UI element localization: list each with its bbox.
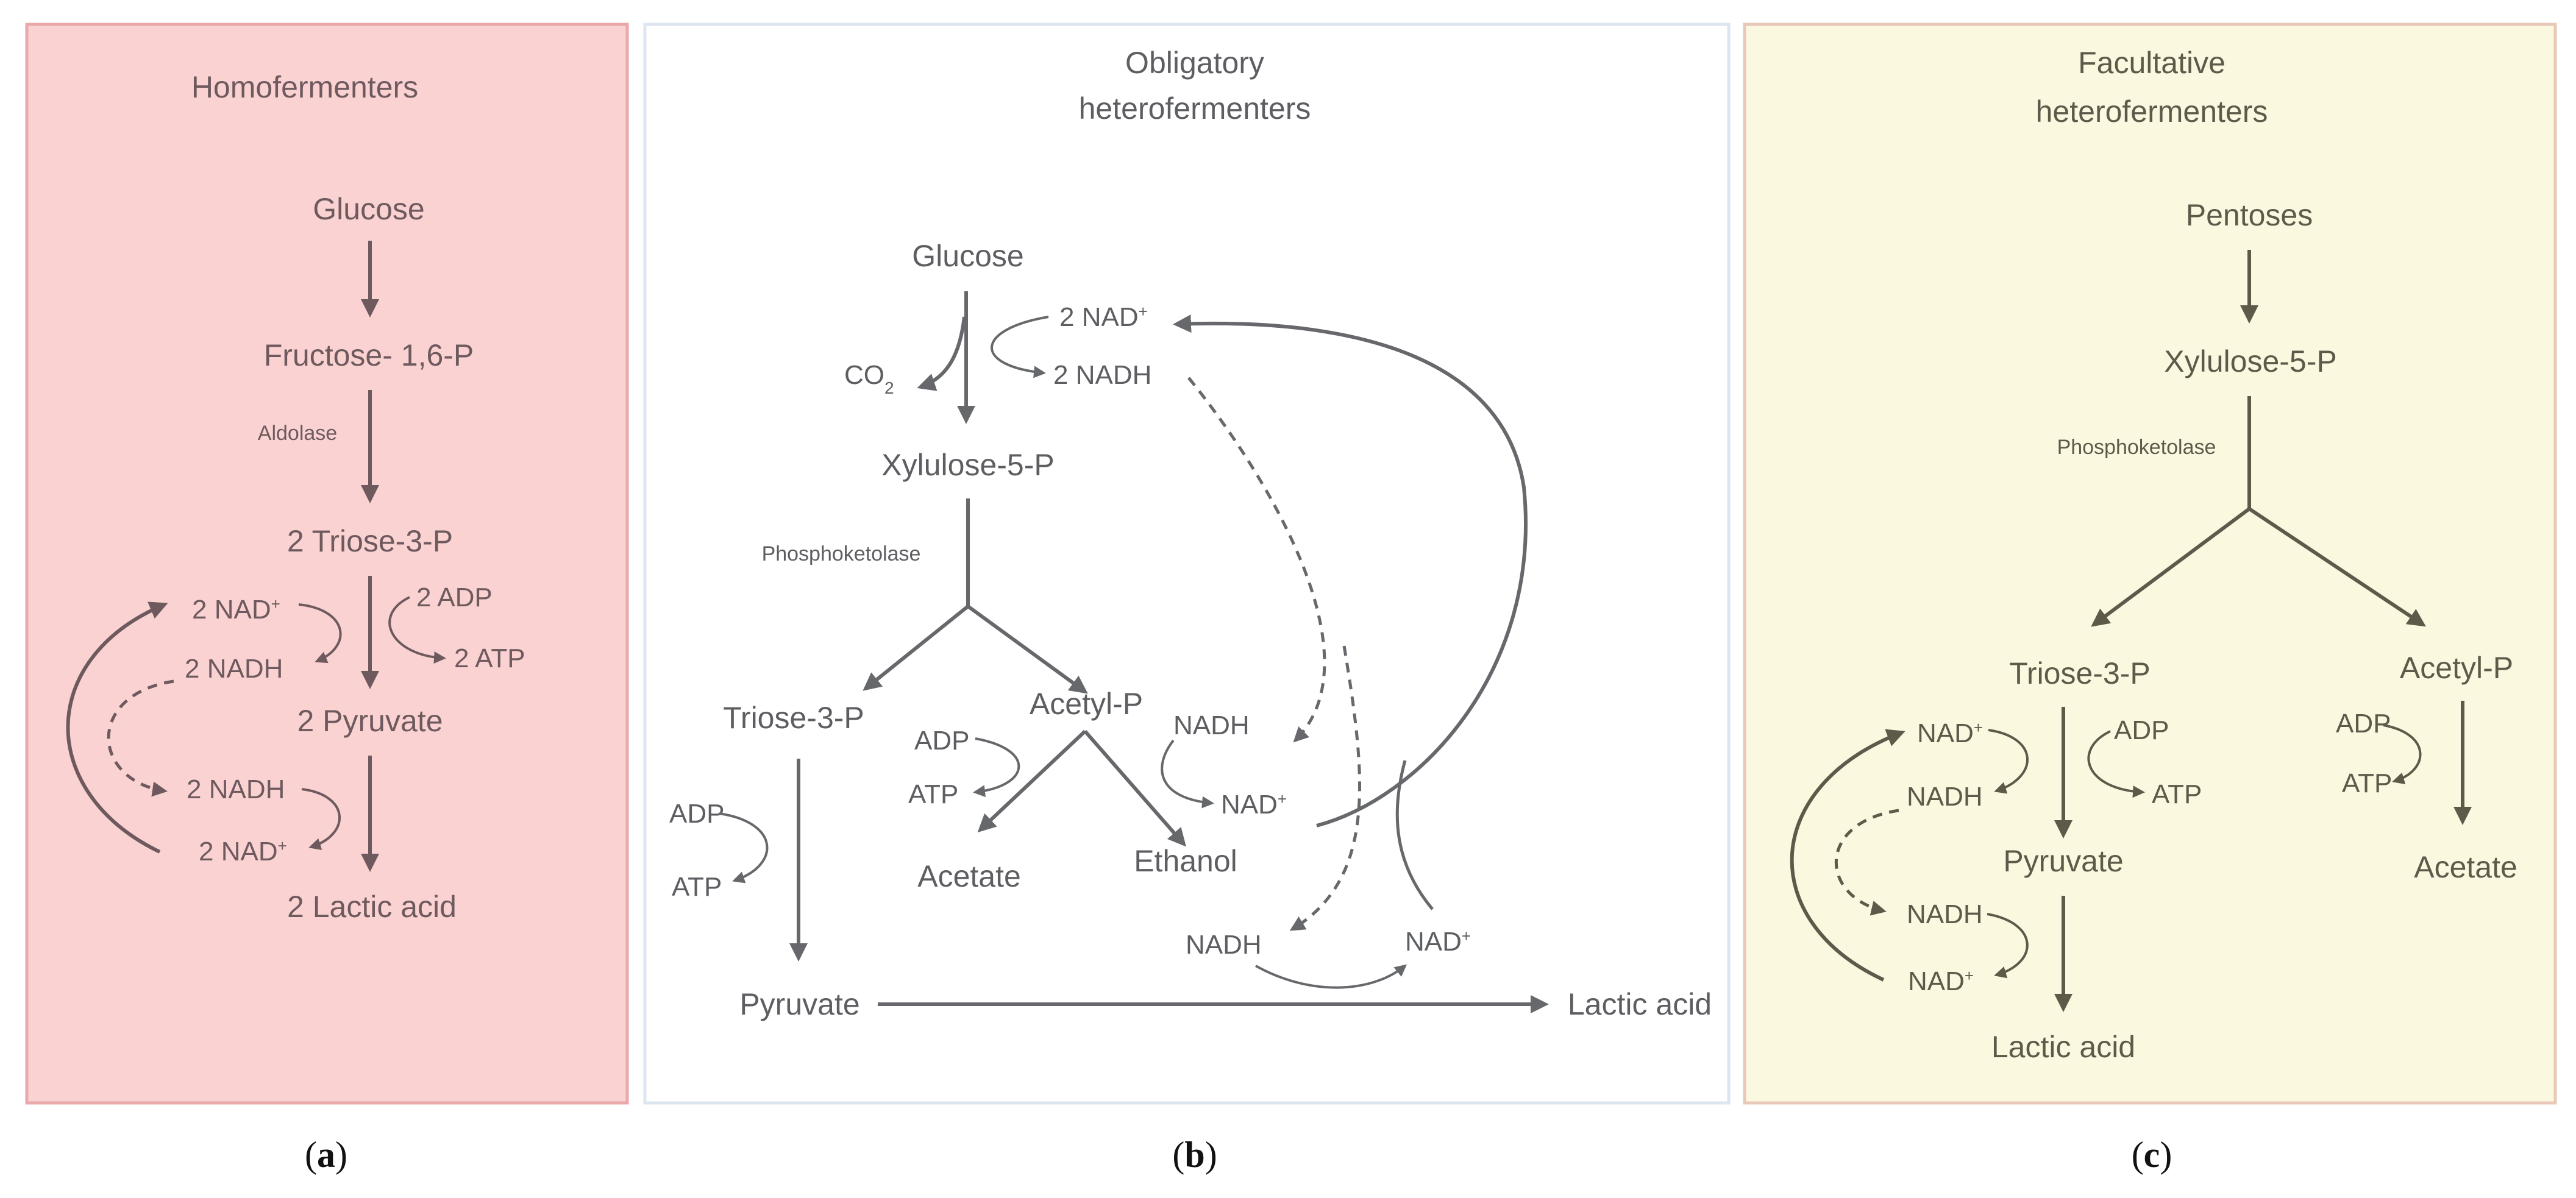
arrow-nad-to-nadh: [298, 603, 342, 664]
arrow-nadh-transfer-dashed: [107, 679, 174, 797]
arrow-to-triose: [2091, 507, 2250, 627]
arrow-adp-to-atp-mid: [2087, 730, 2145, 798]
arrow-nad-to-nadh-top: [1988, 729, 2029, 794]
panel-b-title-line1: Obligatory: [1125, 46, 1264, 80]
atp-left-label: ATP: [672, 872, 722, 902]
nadh-top-label: NADH: [1907, 782, 1983, 812]
panel-b-background: [643, 23, 1731, 1105]
arrow-adp-to-atp: [388, 596, 446, 664]
atp-right-label: ATP: [2342, 768, 2392, 798]
nad-bottom-label: NAD+: [1908, 966, 1974, 996]
lactic-acid-label: Lactic acid: [1991, 1030, 2135, 1064]
ethanol-label: Ethanol: [1134, 844, 1237, 878]
arrow-to-nadh-low-dashed: [1289, 645, 1361, 931]
phosphoketolase-label: Phosphoketolase: [2057, 436, 2216, 459]
lactic-acid-label: 2 Lactic acid: [287, 890, 457, 924]
arrow-nadh-to-nad: [301, 788, 341, 850]
fructose-label: Fructose- 1,6-P: [264, 338, 474, 372]
panel-c-title-line2: heterofermenters: [2036, 94, 2268, 129]
nad-bottom-label: 2 NAD+: [199, 837, 287, 867]
glucose-label: Glucose: [313, 192, 424, 226]
co2-label: CO2: [844, 360, 894, 397]
arrow-nadh-to-nad-mid: [1161, 739, 1214, 809]
phosphoketolase-label: Phosphoketolase: [762, 542, 921, 565]
caption-c: (c): [2132, 1135, 2172, 1175]
panel-homofermenters: Homofermenters Glucose Fructose- 1,6-P A…: [25, 23, 629, 1175]
panel-obligatory-heterofermenters: Obligatory heterofermenters Glucose 2 NA…: [643, 23, 1731, 1175]
nadh-2-label: 2 NADH: [1053, 360, 1151, 390]
arrow-2nadh-to-nadh-dashed: [1187, 377, 1326, 743]
arrow-to-acetyl: [2248, 507, 2426, 627]
nadh-bottom-label: 2 NADH: [187, 774, 285, 804]
nad-mid-label: NAD+: [1221, 790, 1287, 820]
arrow-2nad-to-2nadh: [991, 316, 1049, 378]
nadh-top-label: 2 NADH: [185, 654, 283, 684]
triose-label: Triose-3-P: [723, 701, 864, 735]
aldolase-label: Aldolase: [258, 422, 337, 445]
nad-top-label: NAD+: [1917, 718, 1983, 748]
arrow-adp-to-atp-right: [2383, 724, 2422, 784]
atp-label: 2 ATP: [454, 643, 525, 673]
arrow-co2-release: [917, 316, 966, 391]
panel-a-background: [25, 23, 629, 1105]
nadh-mid-label: NADH: [1173, 711, 1250, 740]
pyruvate-label: Pyruvate: [2003, 844, 2123, 878]
caption-b: (b): [1172, 1135, 1217, 1175]
arrow-to-triose: [863, 604, 969, 691]
arrow-nad-regeneration: [66, 601, 168, 854]
nad-top-label: 2 NAD+: [192, 595, 280, 625]
arrow-nad-return-to-2nad: [1173, 314, 1528, 828]
glucose-label: Glucose: [912, 239, 1023, 273]
triose-label: 2 Triose-3-P: [287, 524, 453, 558]
adp-right-label: ADP: [2336, 709, 2391, 739]
arrow-nadh-to-nad-bottom: [1987, 913, 2029, 979]
panel-b-title-line2: heterofermenters: [1079, 91, 1311, 126]
acetate-label: Acetate: [917, 859, 1021, 893]
nad-low-label: NAD+: [1405, 927, 1471, 957]
arrow-to-acetyl: [967, 604, 1088, 694]
adp-left-label: ADP: [669, 799, 724, 829]
arrow-adp-to-atp-mid: [973, 737, 1020, 798]
adp-label: 2 ADP: [416, 583, 493, 612]
panel-c-title-line1: Facultative: [2078, 46, 2226, 80]
arrow-adp-to-atp-left: [719, 812, 769, 884]
nadh-bottom-label: NADH: [1907, 899, 1983, 929]
arrow-nad-regeneration: [1790, 729, 1905, 982]
adp-mid-label: ADP: [2114, 715, 2169, 745]
xylulose-label: Xylulose-5-P: [881, 448, 1054, 482]
panel-c-background: [1743, 23, 2557, 1105]
arrow-acetyl-to-ethanol: [1083, 730, 1186, 847]
nadh-low-label: NADH: [1186, 930, 1262, 960]
atp-mid-label: ATP: [2152, 779, 2202, 809]
acetyl-label: Acetyl-P: [1030, 687, 1143, 721]
caption-a: (a): [305, 1135, 347, 1175]
panel-facultative-heterofermenters: Facultative heterofermenters Pentoses Xy…: [1743, 23, 2557, 1175]
pentoses-label: Pentoses: [2186, 198, 2313, 232]
lactic-acid-label: Lactic acid: [1568, 987, 1712, 1021]
pyruvate-label: Pyruvate: [739, 987, 859, 1021]
arrow-nadh-to-nad-low: [1255, 964, 1407, 989]
pyruvate-label: 2 Pyruvate: [297, 704, 443, 738]
acetate-label: Acetate: [2414, 850, 2517, 884]
arrow-acetyl-to-acetate: [977, 729, 1087, 833]
triose-label: Triose-3-P: [2009, 656, 2151, 690]
nad-2-label: 2 NAD+: [1059, 302, 1148, 332]
acetyl-label: Acetyl-P: [2400, 651, 2513, 685]
xylulose-label: Xylulose-5-P: [2164, 344, 2336, 378]
atp-mid-label: ATP: [908, 779, 958, 809]
panel-a-title: Homofermenters: [191, 70, 418, 104]
line-nad-low-connector: [1395, 760, 1434, 910]
arrow-nadh-transfer-dashed: [1835, 809, 1899, 916]
adp-mid-label: ADP: [914, 726, 969, 756]
